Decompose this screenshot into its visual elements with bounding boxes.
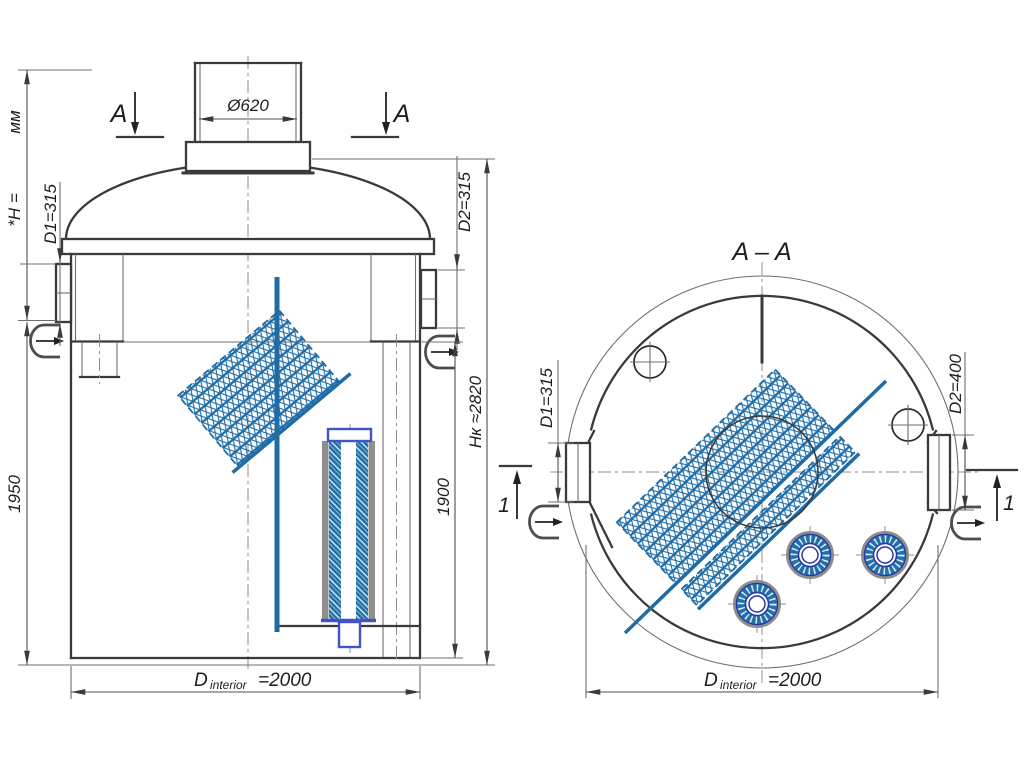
inlet-flow-direction-plan-icon <box>528 504 563 540</box>
dim-d1-315: D1=315 <box>20 182 63 346</box>
dim-d1-315-plan: D1=315 <box>537 360 574 503</box>
dim-d2-400-plan: D2=400 <box>946 352 974 511</box>
manway-neck <box>193 61 303 144</box>
coalescer-mesh-block <box>176 309 352 474</box>
section-arrow-a-right-icon: A <box>350 92 411 139</box>
front-view-tank-elevation: Ø620 <box>5 56 495 699</box>
section-arrow-a-left-icon: A <box>109 92 165 139</box>
inner-walls <box>69 254 422 343</box>
dim-1950-label: 1950 <box>5 475 24 513</box>
d-interior-value: =2000 <box>258 670 312 691</box>
dim-d2-315: D2=315 <box>438 156 474 350</box>
dim-overall-h: *H = мм <box>5 69 92 322</box>
inlet-nozzle-plan <box>564 441 592 504</box>
inner-wall-bottom-arc <box>589 513 935 650</box>
dim-d1-plan-label: D1=315 <box>537 367 556 428</box>
section-view-a-a: A – A <box>498 238 1019 698</box>
d-interior-sub: interior <box>210 678 248 692</box>
d-interior-prefix: D <box>194 670 208 691</box>
inlet-flow-direction-icon <box>29 323 64 359</box>
dim-d-interior-plan: D interior =2000 <box>585 545 939 698</box>
coalescer-mesh-plan <box>615 368 861 611</box>
dim-1900-label: 1900 <box>434 478 453 516</box>
detail-1-left-label: 1 <box>498 494 510 517</box>
manway-circle-plan <box>705 415 819 529</box>
filter-cartridges-plan <box>728 526 914 633</box>
filter-cartridge-elevation <box>321 424 376 655</box>
d-interior-plan-prefix: D <box>704 670 718 691</box>
outlet-flow-direction-icon <box>424 334 459 370</box>
dim-1950: 1950 <box>5 322 62 666</box>
dim-d-interior-front: D interior =2000 <box>70 666 421 699</box>
section-view-title: A – A <box>730 238 791 266</box>
d-interior-plan-sub: interior <box>720 678 758 692</box>
shell-flange-band <box>60 237 436 256</box>
section-letter-left: A <box>109 100 128 128</box>
manway-flange <box>184 140 312 173</box>
dim-manway-diameter-label: Ø620 <box>226 96 269 115</box>
dim-hk-2820: Hк ≈2820 <box>312 158 495 666</box>
baffle-diagonal-plan <box>623 379 888 635</box>
vent-circle-right-icon <box>888 405 928 445</box>
section-letter-right: A <box>392 100 411 128</box>
filter-cartridge-1 <box>781 526 839 584</box>
dim-d2-label: D2=315 <box>455 171 474 232</box>
filter-cartridge-3 <box>728 575 786 633</box>
outlet-nozzle <box>419 268 438 330</box>
filter-top-cap <box>326 427 373 443</box>
vertical-baffle <box>274 277 280 632</box>
inlet-drop-pipe <box>78 334 121 384</box>
dim-d1-label: D1=315 <box>41 183 60 244</box>
filter-bottom-stub <box>337 620 362 649</box>
dim-hk-label: Hк ≈2820 <box>466 375 485 448</box>
inlet-nozzle <box>54 262 73 324</box>
dim-d2-plan-label: D2=400 <box>946 353 965 414</box>
outlet-nozzle-plan <box>926 433 952 512</box>
dim-1900: 1900 <box>422 341 463 659</box>
detail-1-right-label: 1 <box>1003 492 1015 515</box>
outlet-flow-direction-plan-icon <box>950 505 985 541</box>
detail-marker-1-right-icon: 1 <box>965 468 1019 521</box>
outlet-riser-pipe <box>382 334 411 662</box>
vent-circle-left-icon <box>630 342 670 382</box>
detail-marker-1-left-icon: 1 <box>498 464 533 519</box>
h-fill-in-label: *H = <box>5 193 24 227</box>
filter-cartridge-2 <box>856 526 914 584</box>
d-interior-plan-value: =2000 <box>768 670 822 691</box>
h-unit-label: мм <box>5 110 24 134</box>
